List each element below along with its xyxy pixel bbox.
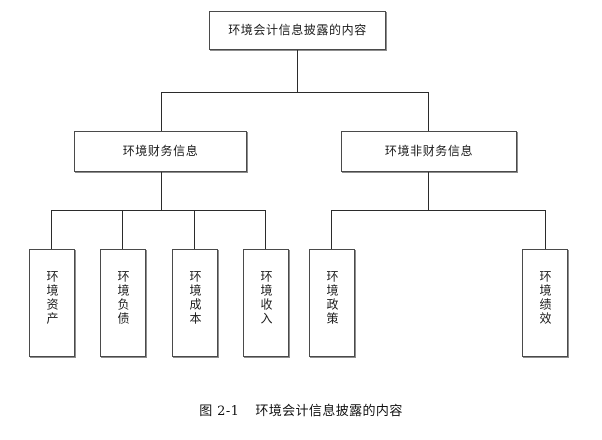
- node-environmental-revenue-label: 环境收入: [259, 270, 273, 326]
- connector-non-financial-to-policy: [331, 210, 332, 249]
- figure-caption: 图 2-1 环境会计信息披露的内容: [0, 400, 602, 419]
- connector-non-financial-bus: [331, 210, 546, 211]
- node-environmental-costs-label: 环境成本: [188, 270, 202, 326]
- connector-root-to-non-financial: [428, 92, 429, 131]
- node-root-label: 环境会计信息披露的内容: [228, 23, 367, 38]
- connector-root-trunk: [297, 50, 298, 92]
- node-environmental-policy: 环境政策: [309, 249, 355, 357]
- connector-root-to-financial: [161, 92, 162, 131]
- node-environmental-performance-label: 环境绩效: [538, 270, 552, 326]
- node-environmental-non-financial-info: 环境非财务信息: [341, 131, 517, 172]
- node-environmental-policy-label: 环境政策: [325, 270, 339, 326]
- node-environmental-costs: 环境成本: [172, 249, 218, 357]
- node-environmental-financial-info: 环境财务信息: [74, 131, 247, 172]
- node-environmental-non-financial-info-label: 环境非财务信息: [384, 144, 474, 159]
- node-environmental-performance: 环境绩效: [522, 249, 568, 357]
- connector-financial-to-liabilities: [122, 210, 123, 249]
- node-root: 环境会计信息披露的内容: [209, 11, 386, 50]
- node-environmental-financial-info-label: 环境财务信息: [122, 144, 199, 159]
- connector-non-financial-trunk: [428, 172, 429, 210]
- figure-caption-number: 图 2-1: [199, 404, 240, 419]
- connector-financial-trunk: [161, 172, 162, 210]
- node-environmental-liabilities-label: 环境负债: [116, 270, 130, 326]
- node-environmental-liabilities: 环境负债: [100, 249, 146, 357]
- connector-root-bus: [161, 92, 429, 93]
- connector-financial-to-revenue: [265, 210, 266, 249]
- node-environmental-revenue: 环境收入: [243, 249, 289, 357]
- connector-financial-to-assets: [51, 210, 52, 249]
- node-environmental-assets-label: 环境资产: [45, 270, 59, 326]
- connector-non-financial-to-performance: [545, 210, 546, 249]
- node-environmental-assets: 环境资产: [29, 249, 75, 357]
- figure-caption-text: 环境会计信息披露的内容: [255, 404, 403, 419]
- connector-financial-to-costs: [194, 210, 195, 249]
- connector-financial-bus: [51, 210, 266, 211]
